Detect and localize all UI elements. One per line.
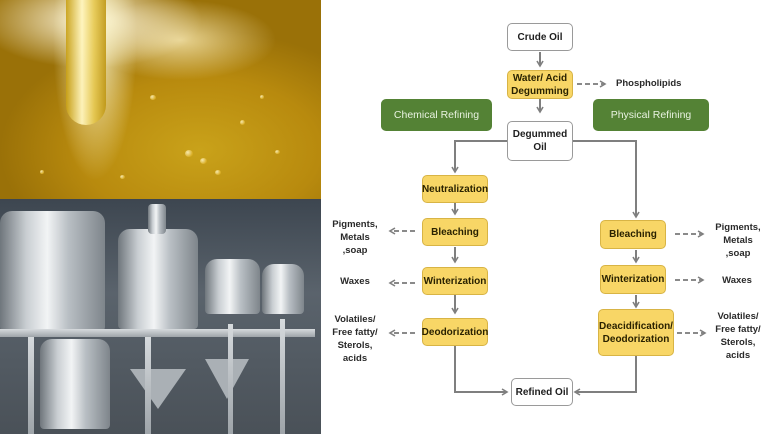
refined-oil-label: Refined Oil [515,386,569,398]
crude-oil-node: Crude Oil [507,23,573,51]
steel-frame [0,329,315,337]
phospholipids-byproduct: Phospholipids [616,77,681,90]
oil-pouring-photo [0,0,321,199]
chemical-refining-text: Chemical Refining [393,108,480,121]
byproduct-line: Sterols, [720,337,756,348]
degumming-label-line2: Degumming [511,85,569,97]
degummed-oil-label-line2: Oil [533,142,547,153]
byproduct-line: Volatiles/ [334,314,376,325]
chemical-deodorization-step: Deodorization [422,318,488,346]
tank [118,229,198,329]
physical-bleaching-step: Bleaching [600,220,666,249]
oil-bubble [200,158,207,164]
physical-winterization-step: Winterization [600,265,666,294]
byproduct-line: Metals ,soap [340,232,370,256]
steel-frame [280,319,285,434]
byproduct-line: Free fatty/ [332,327,378,338]
byproduct-line: Metals ,soap [723,235,753,259]
degummed-oil-label-line1: Degummed [512,129,568,140]
tank-cone [130,369,186,409]
physical-winterization-byproduct: Waxes [717,274,757,287]
chemical-winterization-byproduct: Waxes [335,275,375,288]
deodorization-label: Deodorization [421,326,489,338]
byproduct-line: Sterols, acids [337,340,373,364]
byproduct-line: acids [725,350,751,361]
deacidification-label: Deacidification/ [599,320,673,332]
physical-bleaching-byproduct: Pigments, Metals ,soap [710,221,766,260]
oil-bubble [260,95,264,99]
chemical-refining-label: Chemical Refining [381,99,492,131]
oil-bubble [120,175,125,179]
physical-refining-text: Physical Refining [610,108,692,121]
chemical-neutralization-step: Neutralization [422,175,488,203]
oil-stream [66,0,106,125]
tank [0,211,105,331]
bleaching-label: Bleaching [609,229,657,240]
oil-bubble [40,170,44,174]
refinery-equipment-photo [0,199,321,434]
chemical-bleaching-step: Bleaching [422,218,488,246]
winterization-label: Winterization [423,275,487,287]
degummed-oil-node: Degummed Oil [507,121,573,161]
crude-oil-label: Crude Oil [517,31,563,43]
oil-bubble [240,120,245,125]
degumming-label-line1: Water/ Acid [512,72,568,84]
physical-deodorization-byproduct: Volatiles/ Free fatty/ Sterols, acids [712,310,764,362]
byproduct-line: Volatiles/ [717,311,759,322]
oil-bubble [185,150,193,157]
refined-oil-node: Refined Oil [511,378,573,406]
neutralization-label: Neutralization [421,183,489,195]
chemical-winterization-step: Winterization [422,267,488,295]
physical-deacidification-deodorization-step: Deacidification/ Deodorization [598,309,674,356]
bleaching-label: Bleaching [431,226,479,238]
steel-frame [145,337,151,434]
chemical-deodorization-byproduct: Volatiles/ Free fatty/ Sterols, acids [325,313,385,365]
degumming-step: Water/ Acid Degumming [507,70,573,99]
byproduct-line: Free fatty/ [715,324,761,335]
byproduct-line: Pigments, [715,222,761,233]
oil-bubble [215,170,221,175]
winterization-label: Winterization [601,274,665,285]
tank [262,264,304,314]
byproduct-line: Pigments, [332,219,378,230]
tank-neck [148,204,166,234]
oil-bubble [275,150,280,154]
byproduct-line: Waxes [340,276,370,287]
tank [40,339,110,429]
tank [205,259,260,314]
byproduct-line: Waxes [722,275,752,286]
deodorization-label: Deodorization [602,333,670,345]
oil-bubble [150,95,156,100]
tank-cone [205,359,249,399]
steel-frame [28,337,34,434]
steel-frame [228,324,233,434]
chemical-bleaching-byproduct: Pigments, Metals ,soap [327,218,383,257]
phospholipids-label: Phospholipids [616,78,682,89]
physical-refining-label: Physical Refining [593,99,709,131]
